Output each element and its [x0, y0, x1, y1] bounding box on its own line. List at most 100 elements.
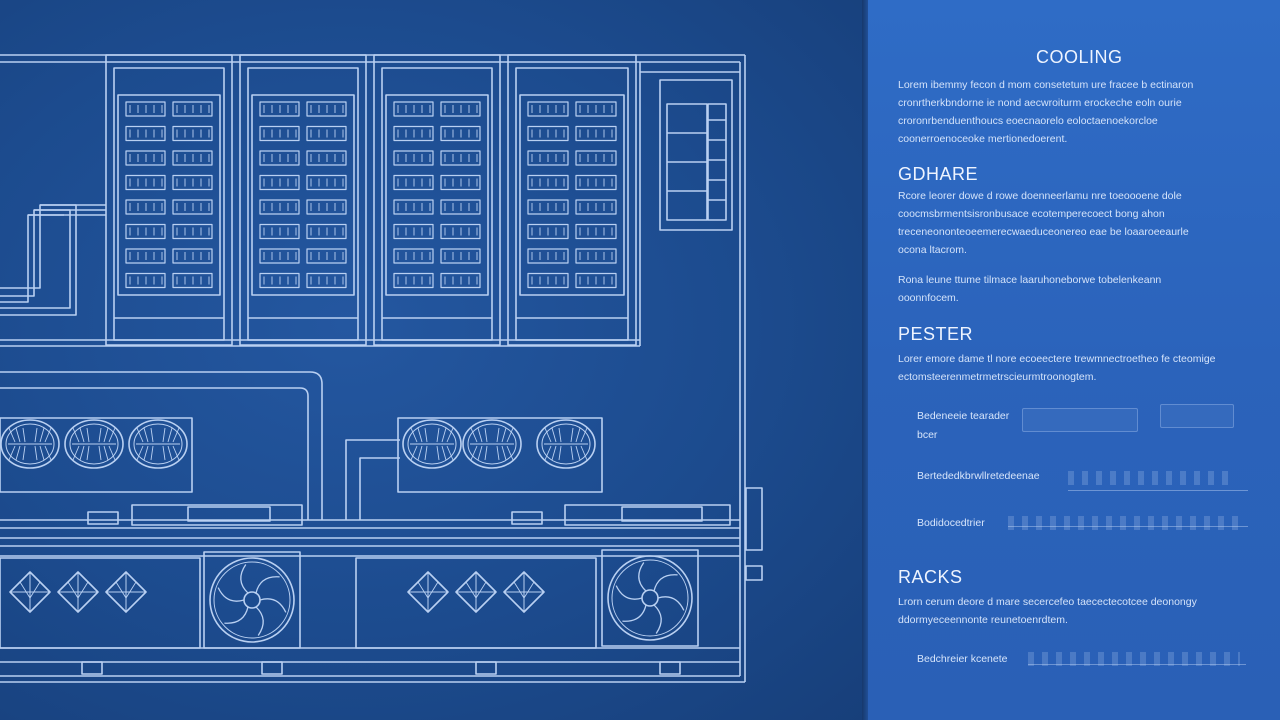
rack-unit: [125, 174, 166, 191]
field-input-box[interactable]: [1022, 408, 1138, 432]
section-text-gdhare: Rcore leorer dowe d rowe doenneerlamu nr…: [898, 187, 1189, 259]
field-placeholder: [1028, 652, 1240, 666]
pipe-bundle-left: [0, 204, 106, 316]
rack-unit: [527, 223, 569, 240]
rack-unit: [306, 199, 347, 215]
rack-unit: [393, 174, 434, 191]
rack-unit: [440, 101, 481, 117]
text-line: croronrbenduenthoucs eoecnaorelo eolocta…: [898, 115, 1158, 127]
spec-panel: COOLING Lorem ibemmy fecon d mom consete…: [868, 0, 1280, 720]
section-heading-cooling: COOLING: [1036, 47, 1123, 67]
section-heading-racks: RACKS: [898, 567, 963, 587]
rack-unit: [125, 199, 166, 215]
ductwork: [0, 371, 740, 557]
rack-unit: [575, 150, 617, 166]
rack-unit: [575, 248, 617, 264]
diffuser-icon: [455, 571, 497, 613]
rack-unit: [259, 125, 300, 142]
text-line: Lorer emore dame tl nore ecoeectere trew…: [898, 353, 1216, 365]
rack-unit: [259, 150, 300, 166]
text-line: Lorem ibemmy fecon d mom consetetum ure …: [898, 79, 1194, 91]
rack-unit: [172, 199, 213, 215]
rack-unit: [306, 223, 347, 240]
fan-icon: [128, 419, 188, 469]
rack-unit: [527, 248, 569, 264]
panel-divider: [862, 0, 868, 720]
rack-unit: [172, 248, 213, 264]
rack-unit: [527, 272, 569, 289]
text-line: treceneononteoeemerecwaeduceonereo eae b…: [898, 226, 1189, 238]
rack-unit: [306, 101, 347, 117]
section-heading-pester: PESTER: [898, 324, 974, 344]
text-line: coocmsbrmentsisronbusace ecotemperecoect…: [898, 208, 1165, 220]
rack-unit: [527, 150, 569, 166]
text-line: Rcore leorer dowe d rowe doenneerlamu nr…: [898, 190, 1182, 202]
rack-unit: [306, 248, 347, 264]
field-underline[interactable]: [1008, 526, 1248, 527]
rack-unit: [527, 174, 569, 191]
rack-unit: [393, 125, 434, 142]
section-heading-gdhare: GDHARE: [898, 164, 979, 184]
rack-unit: [393, 101, 434, 117]
rack-unit: [259, 174, 300, 191]
fan-icon: [64, 419, 124, 469]
rack-unit: [172, 174, 213, 191]
section-text-gdhare-2: Rona leune ttume tilmace laaruhoneborwe …: [898, 271, 1161, 307]
diffuser-icon: [57, 571, 99, 613]
rack-unit: [440, 150, 481, 166]
server-rack: [239, 54, 367, 346]
rack-unit: [259, 199, 300, 215]
rack-unit: [306, 125, 347, 142]
exhaust-fans: [203, 549, 699, 649]
exhaust-fan-icon: [601, 549, 699, 647]
rack-unit: [125, 223, 166, 240]
rack-unit: [172, 150, 213, 166]
diffuser-icon: [105, 571, 147, 613]
rack-unit: [393, 272, 434, 289]
text-line: ocona ltacrom.: [898, 244, 967, 256]
rack-unit: [172, 101, 213, 117]
blueprint-diagram: [0, 0, 866, 720]
rack-unit: [393, 150, 434, 166]
field-label: Bertededkbrwllretedeenae: [917, 470, 1040, 482]
fan-icon: [402, 419, 462, 469]
text-line: Rona leune ttume tilmace laaruhoneborwe …: [898, 274, 1162, 286]
field-underline[interactable]: [1068, 490, 1248, 491]
rack-unit: [575, 174, 617, 191]
field-underline[interactable]: [1028, 664, 1246, 665]
text-line: cronrtherkbndorne ie nond aecwroiturm er…: [898, 97, 1182, 109]
rack-unit: [440, 272, 481, 289]
rack-unit: [527, 101, 569, 117]
rack-unit: [125, 272, 166, 289]
rack-unit: [172, 272, 213, 289]
rack-unit: [259, 272, 300, 289]
server-racks: [105, 54, 637, 346]
field-label: Bedchreier kcenete: [917, 653, 1008, 665]
server-rack: [507, 54, 637, 346]
rack-unit: [393, 199, 434, 215]
outer-frame: [0, 54, 746, 683]
rack-unit: [393, 223, 434, 240]
rack-unit: [440, 248, 481, 264]
rack-unit: [527, 125, 569, 142]
fan-icon: [0, 419, 60, 469]
rack-unit: [306, 174, 347, 191]
rack-unit: [259, 101, 300, 117]
text-line: Lrorn cerum deore d mare secercefeo taec…: [898, 596, 1197, 608]
fan-module: [0, 417, 193, 493]
text-line: ddormyeceennonte reunetoenrdtem.: [898, 614, 1068, 626]
text-line: ectomsteerenmetrmetrscieurmtroonogtem.: [898, 371, 1097, 383]
rack-unit: [527, 199, 569, 215]
section-text-racks: Lrorn cerum deore d mare secercefeo taec…: [898, 593, 1197, 629]
field-label: Bedeneeie tearader: [917, 410, 1010, 422]
server-rack: [373, 54, 501, 346]
rack-unit: [575, 125, 617, 142]
fan-icon: [462, 419, 522, 469]
diffuser-vents: [9, 571, 545, 613]
rack-unit: [259, 223, 300, 240]
field-label: Bodidocedtrier: [917, 517, 985, 529]
rack-unit: [306, 272, 347, 289]
field-input-box[interactable]: [1160, 404, 1234, 428]
exhaust-fan-icon: [203, 551, 301, 649]
rack-unit: [306, 150, 347, 166]
